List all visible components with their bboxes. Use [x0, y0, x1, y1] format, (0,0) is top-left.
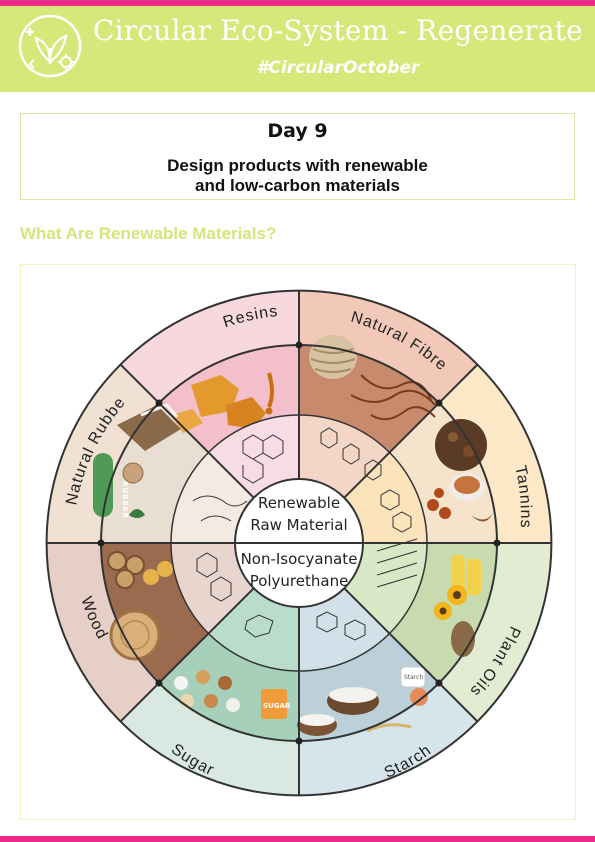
day-subtitle: Design products with renewable and low-c…: [167, 156, 428, 195]
section-heading: What Are Renewable Materials?: [20, 224, 277, 243]
page-title: Circular Eco-System - Regenerate: [93, 14, 583, 47]
tannins-illustration: [427, 419, 493, 522]
center-label-line3: Non-Isocyanate: [241, 550, 358, 568]
center-label-line4: Polyurethane: [250, 572, 349, 590]
eco-logo-icon: [18, 14, 82, 78]
sugar-box-label: SUGAR: [263, 702, 291, 710]
starch-jar-label: Starch: [404, 674, 423, 681]
day-card: Day 9 Design products with renewable and…: [20, 113, 575, 200]
campaign-hashtag: #CircularOctober: [256, 58, 420, 78]
center-label-line1: Renewable: [258, 494, 340, 512]
rubber-ball-label: RUBBER: [121, 481, 129, 519]
molecule-sketches: [192, 427, 418, 641]
materials-wheel: Starch SUGAR RUBBER: [21, 265, 553, 797]
starch-illustration: Starch: [297, 666, 428, 736]
sugar-illustration: SUGAR: [174, 670, 291, 719]
wood-logs-illustration: [107, 551, 173, 661]
header-band: [0, 6, 595, 92]
bottom-accent-stripe: [0, 836, 595, 842]
day-label: Day 9: [267, 120, 328, 142]
ring-dots: [97, 341, 501, 745]
top-accent-stripe: [0, 0, 595, 6]
plant-oils-illustration: [434, 555, 481, 657]
center-label-line2: Raw Material: [250, 516, 347, 534]
materials-wheel-frame: Starch SUGAR RUBBER: [20, 264, 576, 820]
natural-rubber-illustration: RUBBER: [93, 403, 181, 519]
resin-pieces-illustration: [171, 372, 274, 433]
